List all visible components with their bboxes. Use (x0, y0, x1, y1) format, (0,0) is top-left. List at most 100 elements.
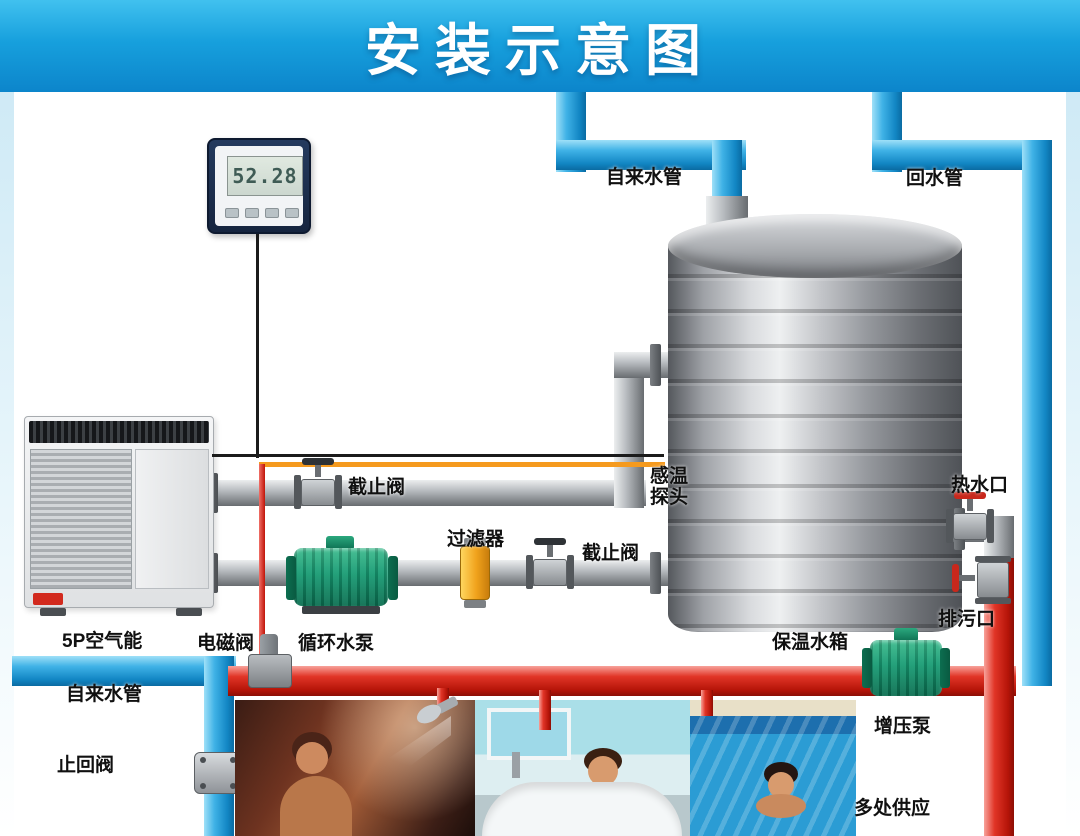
valve-flange (294, 475, 301, 509)
photo-bathtub (475, 700, 690, 836)
solenoid-feed-line (259, 464, 265, 670)
water-spray (385, 716, 451, 780)
controller-button (285, 208, 299, 218)
bolt-icon (230, 757, 236, 763)
right-edge-strip (1066, 92, 1080, 836)
valve-body (953, 513, 987, 540)
sensor-signal-wire (212, 454, 664, 457)
flange-tank-lower (650, 552, 661, 594)
valve-handwheel-icon (534, 538, 566, 545)
valve-flange (335, 475, 342, 509)
label-solenoid-valve: 电磁阀 (197, 633, 255, 654)
tap-water-pipe-left-horizontal (12, 656, 236, 686)
bathroom-window (487, 708, 571, 760)
controller-face: 52.28 (215, 146, 303, 226)
filter-cap-top (464, 538, 486, 546)
heatpump-louver-panel (30, 449, 132, 589)
temp-sensor-cable (259, 462, 665, 467)
controller-lcd: 52.28 (227, 156, 303, 196)
valve-handwheel-icon (954, 492, 986, 499)
figure-shoulders (756, 794, 806, 818)
pump-end-cap (388, 556, 398, 600)
heatpump-side-panel (135, 449, 209, 589)
valve-flange (526, 555, 533, 589)
label-check-valve: 止回阀 (57, 755, 115, 776)
solenoid-coil (260, 634, 278, 656)
air-source-heat-pump (24, 416, 214, 608)
pump-top-cap (326, 536, 354, 550)
valve-body (977, 562, 1009, 598)
upper-connection-riser (614, 352, 644, 508)
label-hot-water-outlet: 热水口 (951, 475, 1009, 496)
solenoid-body (248, 654, 292, 688)
figure-head (768, 772, 794, 798)
filter-cap-bottom (464, 600, 486, 608)
pump-body (294, 548, 388, 606)
pool-supply-drop (701, 690, 713, 716)
pump-ribs (870, 640, 942, 696)
label-multi-supply: 多处供应 (854, 798, 931, 819)
controller-button (225, 208, 239, 218)
label-tap-water-top: 自来水管 (606, 167, 683, 188)
label-drain-outlet: 排污口 (938, 609, 996, 630)
heatpump-brand-badge (33, 593, 63, 605)
bolt-icon (200, 757, 206, 763)
photo-pool (690, 700, 856, 836)
controller-button (265, 208, 279, 218)
figure-body (280, 776, 352, 836)
upper-connection-pipe (210, 480, 646, 506)
valve-handwheel-icon (952, 564, 959, 592)
valve-stem (547, 545, 553, 557)
pump-end-cap (286, 556, 296, 600)
pump-end-cap (862, 648, 872, 688)
valve-flange (975, 556, 1011, 562)
figure-head (588, 756, 618, 786)
insulated-water-tank (668, 246, 962, 632)
pump-end-cap (940, 648, 950, 688)
pump-body (870, 640, 942, 696)
tank-ridges (668, 246, 962, 632)
return-pipe-vertical-right (1022, 140, 1052, 686)
label-stop-valve-upper: 截止阀 (348, 477, 406, 498)
faucet-icon (512, 752, 520, 778)
label-temp-sensor: 感温 探头 (650, 466, 689, 509)
valve-handwheel-icon (302, 458, 334, 465)
valve-flange (975, 598, 1011, 604)
pool-deck (690, 700, 856, 716)
valve-body (301, 479, 335, 506)
valve-stem (959, 575, 975, 581)
pump-base (302, 606, 380, 614)
valve-flange (987, 509, 994, 543)
page-title: 安装示意图 (365, 18, 715, 82)
label-booster-pump: 增压泵 (874, 716, 932, 737)
filter-body (460, 546, 490, 600)
valve-flange (946, 509, 953, 543)
label-return-pipe: 回水管 (906, 168, 964, 189)
controller-button (245, 208, 259, 218)
heatpump-foot-right (176, 608, 202, 616)
valve-stem (315, 465, 321, 477)
label-circulation-pump: 循环水泵 (298, 633, 375, 654)
flange-tank-upper (650, 344, 661, 386)
heatpump-foot-left (40, 608, 66, 616)
pump-ribs (294, 548, 388, 606)
label-heat-pump: 5P空气能 (62, 631, 143, 652)
bathtub (482, 782, 682, 836)
label-tap-water-left: 自来水管 (66, 684, 143, 705)
title-banner: 安装示意图 (0, 0, 1080, 92)
bolt-icon (230, 783, 236, 789)
tank-top-lid (668, 214, 962, 278)
label-stop-valve-lower: 截止阀 (582, 543, 640, 564)
valve-flange (567, 555, 574, 589)
bolt-icon (200, 783, 206, 789)
controller-signal-wire (256, 234, 259, 458)
pump-top-cap (894, 628, 918, 642)
wired-controller: 52.28 (207, 138, 311, 234)
photo-shower (235, 700, 475, 836)
figure-head (296, 742, 328, 774)
drain-supply-riser (984, 558, 1014, 836)
bath-supply-drop (539, 690, 551, 730)
left-edge-strip (0, 92, 14, 836)
label-filter: 过滤器 (447, 529, 505, 550)
valve-body (533, 559, 567, 586)
